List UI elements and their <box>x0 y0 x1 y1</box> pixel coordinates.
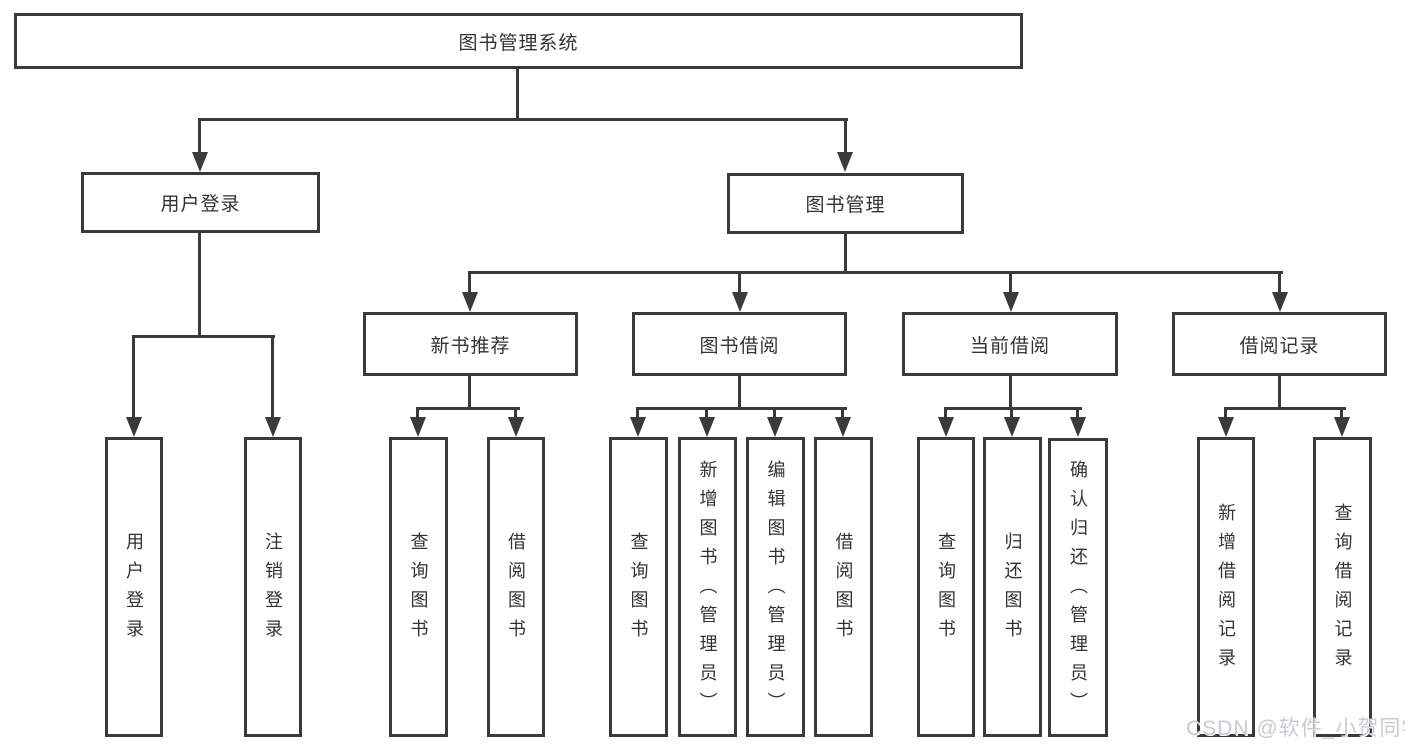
leaf-borrow-borrow: 借阅图书 <box>814 437 873 737</box>
arrowhead-record-query <box>1334 417 1350 437</box>
connector-drop-leaf-logout <box>271 335 274 420</box>
arrowhead-newbook <box>462 292 478 312</box>
connector-drop-leaf-login <box>132 335 135 420</box>
connector-drop-borrow-add <box>705 407 708 420</box>
connector-drop-record-query <box>1340 407 1343 420</box>
connector-bus-recordsec <box>1224 407 1346 410</box>
node-new-book-recommend: 新书推荐 <box>363 312 578 376</box>
leaf-current-confirm-admin: 确认归还（管理员） <box>1048 438 1108 737</box>
connector-bus-user <box>132 335 275 338</box>
connector-bus-borrowsec <box>636 407 847 410</box>
leaf-newbook-borrow: 借阅图书 <box>487 437 545 737</box>
connector-drop-borrow-query <box>636 407 639 420</box>
connector-currentsec-drop <box>1009 376 1012 410</box>
arrowhead-newbook-borrow <box>508 417 524 437</box>
node-root: 图书管理系统 <box>14 13 1023 69</box>
leaf-borrow-edit-admin: 编辑图书（管理员） <box>746 437 805 737</box>
connector-drop-borrow-edit <box>773 407 776 420</box>
leaf-record-query: 查询借阅记录 <box>1313 437 1372 737</box>
connector-drop-record-add <box>1224 407 1227 420</box>
arrowhead-current-query <box>938 417 954 437</box>
connector-drop-book <box>844 118 847 154</box>
node-book-borrow: 图书借阅 <box>632 312 847 376</box>
connector-newbook-drop <box>468 376 471 410</box>
connector-drop-borrowsec <box>738 271 741 296</box>
leaf-logout-login: 注销登录 <box>244 437 302 737</box>
leaf-newbook-query: 查询图书 <box>389 437 448 737</box>
connector-drop-borrow-borrow <box>841 407 844 420</box>
leaf-record-add: 新增借阅记录 <box>1197 437 1255 737</box>
arrowhead-current-confirm <box>1070 417 1086 437</box>
node-book-management: 图书管理 <box>727 173 964 234</box>
arrowhead-borrow-add <box>699 417 715 437</box>
connector-drop-newbook-query <box>416 407 419 420</box>
arrowhead-newbook-query <box>410 417 426 437</box>
arrowhead-borrowsec <box>732 292 748 312</box>
arrowhead-record-add <box>1218 417 1234 437</box>
connector-bus-currentsec <box>944 407 1082 410</box>
arrowhead-leaf-login <box>126 417 142 437</box>
connector-drop-current-return <box>1010 407 1013 420</box>
arrowhead-user <box>192 152 208 172</box>
leaf-current-query: 查询图书 <box>917 437 975 737</box>
leaf-user-login: 用户登录 <box>105 437 163 737</box>
arrowhead-currentsec <box>1003 292 1019 312</box>
connector-bus-newbook <box>416 407 520 410</box>
leaf-borrow-add-admin: 新增图书（管理员） <box>678 437 737 737</box>
connector-book-drop <box>844 234 847 274</box>
connector-drop-currentsec <box>1009 271 1012 296</box>
connector-drop-user <box>198 118 201 154</box>
arrowhead-borrow-query <box>630 417 646 437</box>
node-current-borrow: 当前借阅 <box>902 312 1118 376</box>
arrowhead-borrow-borrow <box>835 417 851 437</box>
connector-borrowsec-drop <box>738 376 741 410</box>
arrowhead-book <box>837 152 853 172</box>
connector-bus-level2 <box>198 118 848 121</box>
connector-drop-current-query <box>944 407 947 420</box>
connector-drop-newbook-borrow <box>514 407 517 420</box>
connector-bus-level3 <box>468 271 1283 274</box>
leaf-borrow-query: 查询图书 <box>609 437 668 737</box>
connector-root-drop <box>516 69 519 121</box>
csdn-watermark: CSDN @软件_小贺同学 <box>1186 717 1405 740</box>
node-borrow-record: 借阅记录 <box>1172 312 1387 376</box>
arrowhead-leaf-logout <box>265 417 281 437</box>
connector-user-drop <box>198 233 201 338</box>
connector-recordsec-drop <box>1278 376 1281 410</box>
connector-drop-recordsec <box>1278 271 1281 296</box>
node-user-login: 用户登录 <box>81 172 320 233</box>
connector-drop-newbook <box>468 271 471 296</box>
connector-drop-current-confirm <box>1076 407 1079 420</box>
leaf-current-return: 归还图书 <box>983 437 1042 737</box>
arrowhead-borrow-edit <box>767 417 783 437</box>
arrowhead-current-return <box>1004 417 1020 437</box>
arrowhead-recordsec <box>1272 292 1288 312</box>
